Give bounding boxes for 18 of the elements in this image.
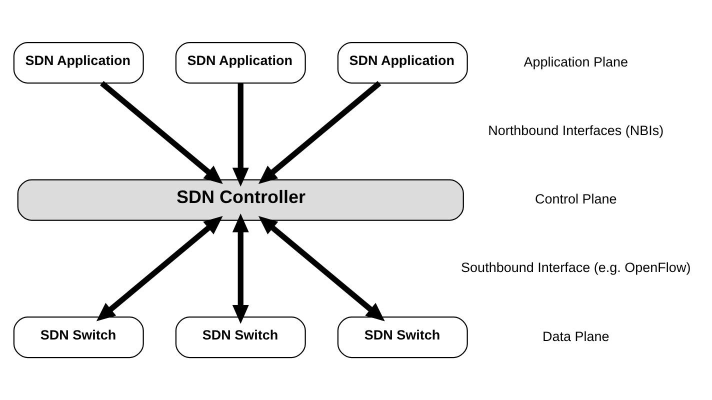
node-box: SDN Application: [336, 42, 468, 84]
node-box: SDN Application: [12, 42, 144, 84]
arrow: [96, 216, 222, 322]
node-box: SDN Switch: [174, 316, 306, 358]
arrow: [232, 213, 248, 324]
node-box: SDN Application: [174, 42, 306, 84]
node-box: SDN Switch: [336, 316, 468, 358]
label: Southbound Interface (e.g. OpenFlow): [460, 260, 690, 276]
label: Control Plane: [534, 191, 616, 206]
label: Northbound Interfaces (NBIs): [488, 122, 664, 138]
label: Application Plane: [523, 54, 628, 70]
node-box: SDN Switch: [12, 316, 144, 358]
arrow: [258, 216, 384, 322]
label: Data Plane: [542, 328, 609, 344]
node-box: SDN Controller: [16, 179, 464, 221]
arrow: [258, 81, 381, 184]
arrow: [100, 81, 222, 184]
arrow: [232, 83, 248, 187]
